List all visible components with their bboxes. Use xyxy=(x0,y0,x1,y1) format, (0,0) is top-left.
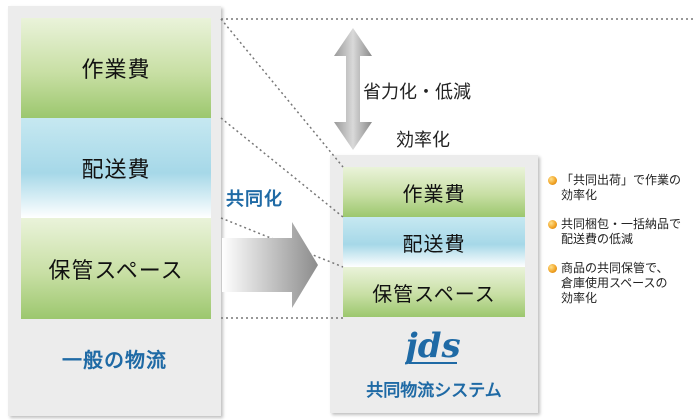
dotted-ship-connector xyxy=(220,117,344,218)
general-logistics-caption: 一般の物流 xyxy=(62,348,167,372)
benefit-text: 共同梱包・一括納品で 配送費の低減 xyxy=(561,217,682,246)
general-shipping-cost-block: 配送費 xyxy=(21,118,211,218)
benefit-item: 商品の共同保管で、 倉庫使用スペースの 効率化 xyxy=(548,261,698,306)
general-work-cost-block: 作業費 xyxy=(21,18,211,118)
bullet-dot-icon xyxy=(548,220,557,229)
bullet-dot-icon xyxy=(548,264,557,273)
reduction-double-arrow xyxy=(334,28,372,150)
transition-arrow xyxy=(222,222,318,308)
efficiency-label: 効率化 xyxy=(396,130,450,151)
jds-storage-space-block: 保管スペース xyxy=(343,267,525,317)
benefits-list: 「共同出荷」で作業の 効率化 共同梱包・一括納品で 配送費の低減 商品の共同保管… xyxy=(548,173,698,320)
benefit-item: 共同梱包・一括納品で 配送費の低減 xyxy=(548,217,698,247)
reduction-label: 省力化・低減 xyxy=(363,82,471,103)
jds-shipping-cost-block: 配送費 xyxy=(343,217,525,267)
dotted-work-connector xyxy=(220,18,344,168)
jds-logo: jds xyxy=(405,326,461,366)
benefit-item: 「共同出荷」で作業の 効率化 xyxy=(548,173,698,203)
benefit-text: 商品の共同保管で、 倉庫使用スペースの 効率化 xyxy=(561,261,669,305)
jds-work-cost-block: 作業費 xyxy=(343,167,525,217)
kyodoka-label: 共同化 xyxy=(226,189,283,210)
svg-text:jds: jds xyxy=(405,326,461,366)
benefit-text: 「共同出荷」で作業の 効率化 xyxy=(561,173,682,202)
bullet-dot-icon xyxy=(548,176,557,185)
general-storage-space-block: 保管スペース xyxy=(21,218,211,319)
jds-system-caption: 共同物流システム xyxy=(366,381,502,401)
